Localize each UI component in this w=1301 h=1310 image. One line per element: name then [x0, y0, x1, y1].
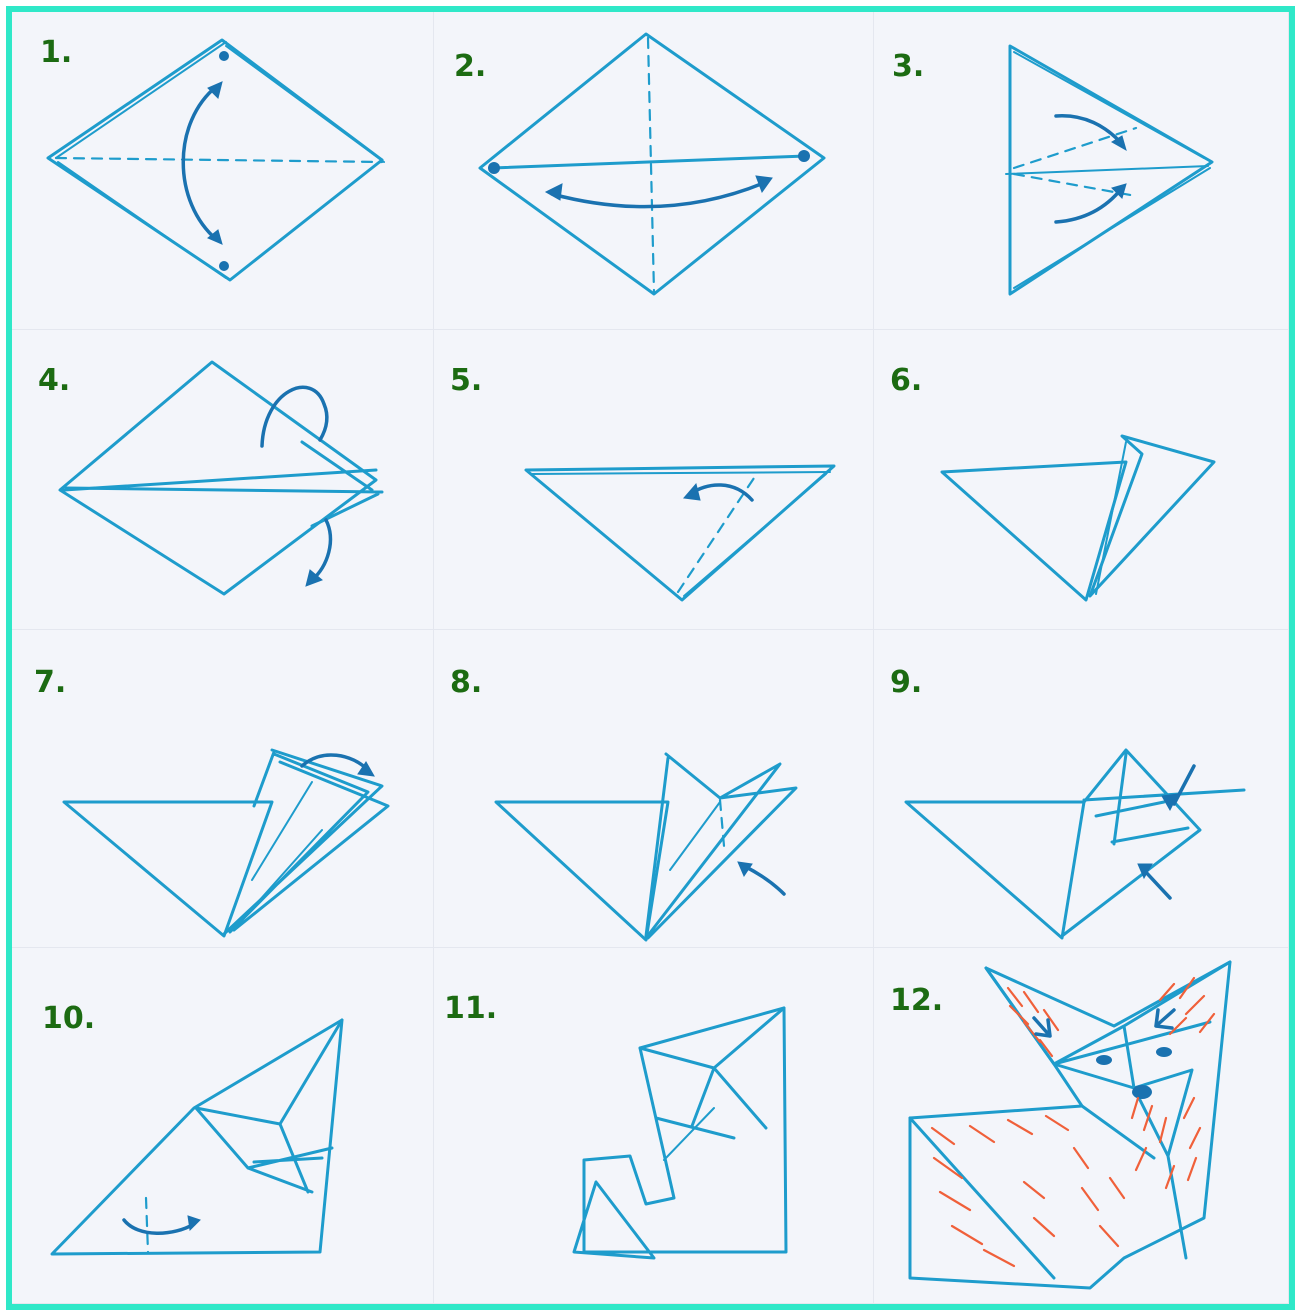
- flap-layers: [646, 754, 796, 938]
- head-folds: [574, 1008, 784, 1258]
- fox-nose: [1132, 1085, 1152, 1099]
- step-10-panel: 10.: [12, 948, 434, 1304]
- triangle-outline: [906, 802, 1084, 938]
- square-outline: [48, 40, 382, 280]
- step-9-panel: 9.: [874, 630, 1289, 948]
- step-5-diagram: [434, 330, 874, 630]
- step-11-diagram: [434, 948, 874, 1304]
- fur-strokes: [932, 978, 1214, 1266]
- fold-line-upper: [1014, 128, 1136, 168]
- fold-line: [648, 38, 654, 292]
- step-1-diagram: [12, 12, 434, 330]
- triangle-outline: [496, 802, 668, 940]
- flap-layers: [1062, 750, 1244, 936]
- step-4-panel: 4.: [12, 330, 434, 630]
- flap-layers: [224, 750, 388, 934]
- body-outline: [584, 1008, 786, 1252]
- step-10-diagram: [12, 948, 434, 1304]
- fox-eye-right: [1156, 1047, 1172, 1057]
- fox-brow-left: [1034, 1018, 1050, 1036]
- corner-dot-top: [219, 51, 229, 61]
- step-7-diagram: [12, 630, 434, 948]
- step-4-diagram: [12, 330, 434, 630]
- fold-arrow: [124, 1220, 194, 1233]
- step-9-diagram: [874, 630, 1289, 948]
- step-3-panel: 3.: [874, 12, 1289, 330]
- step-2-panel: 2.: [434, 12, 874, 330]
- fold-line: [56, 158, 382, 162]
- crease-line: [492, 156, 806, 168]
- corner-dot-right: [798, 150, 810, 162]
- step-7-panel: 7.: [12, 630, 434, 948]
- triangle-outline: [64, 802, 272, 936]
- step-6-diagram: [874, 330, 1289, 630]
- corner-dot-left: [488, 162, 500, 174]
- corner-dot-bottom: [219, 261, 229, 271]
- head-folds: [196, 1020, 342, 1192]
- step-2-diagram: [434, 12, 874, 330]
- fox-eye-left: [1096, 1055, 1112, 1065]
- fold-line: [146, 1198, 148, 1252]
- step-12-panel: 12.: [874, 948, 1289, 1304]
- instruction-sheet: 1. 2.: [6, 6, 1295, 1310]
- step-1-panel: 1.: [12, 12, 434, 330]
- step-8-diagram: [434, 630, 874, 948]
- fold-arrow: [552, 182, 766, 207]
- flap-lines: [64, 442, 382, 526]
- triangle-outline: [526, 466, 834, 600]
- step-5-panel: 5.: [434, 330, 874, 630]
- step-11-panel: 11.: [434, 948, 874, 1304]
- fold-arrow: [183, 86, 217, 240]
- steps-grid: 1. 2.: [12, 12, 1289, 1304]
- push-arrow: [744, 866, 784, 894]
- push-arrow-top: [1174, 766, 1194, 804]
- square-outline: [60, 362, 376, 594]
- step-3-diagram: [874, 12, 1289, 330]
- fold-arrow-bottom: [312, 520, 330, 580]
- step-8-panel: 8.: [434, 630, 874, 948]
- step-12-diagram: [874, 948, 1289, 1304]
- fox-brow-right: [1156, 1010, 1174, 1028]
- step-6-panel: 6.: [874, 330, 1289, 630]
- raised-flap: [1090, 436, 1214, 596]
